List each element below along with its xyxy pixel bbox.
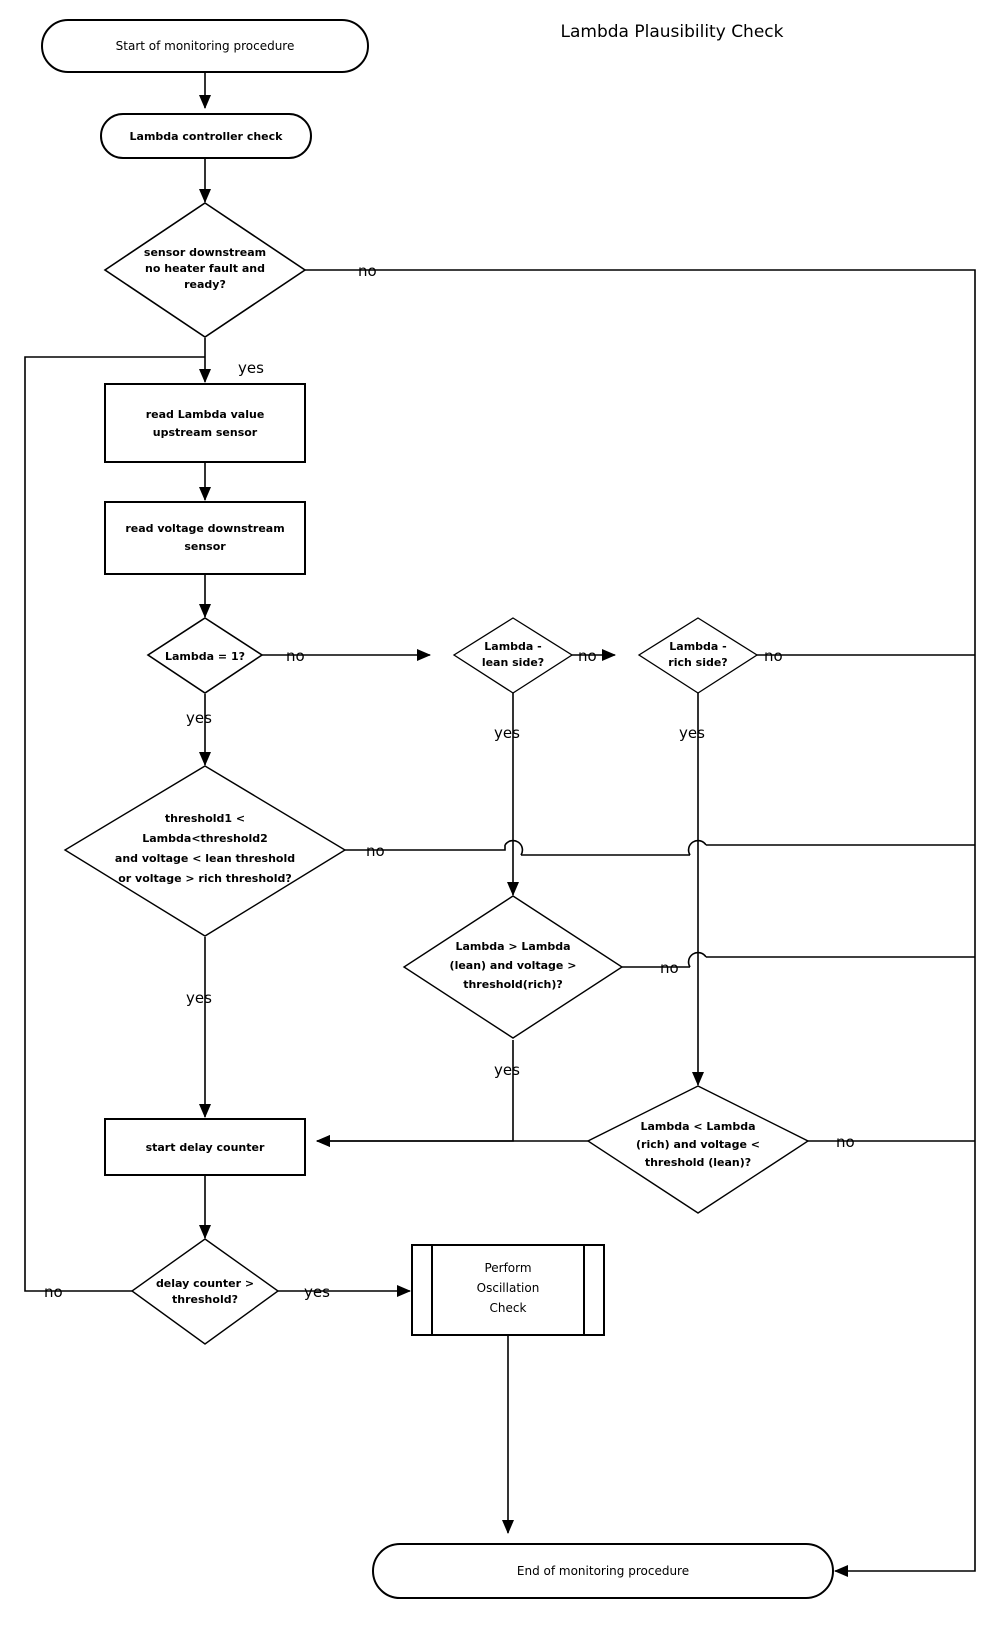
node-lean[interactable]: Lambda - lean side? [452,617,574,694]
node-oscillation[interactable]: Perform Oscillation Check [411,1244,605,1336]
node-startdelay-label: start delay counter [146,1141,265,1154]
edge-delaychk-no [24,356,205,1292]
edge-leanchk-no-jump [687,951,707,968]
node-leanchk-line2: (lean) and voltage > [450,959,577,972]
label-richchk-no: no [836,1133,855,1151]
node-delaychk-line2: threshold? [172,1293,238,1306]
label-delaychk-no: no [44,1283,63,1301]
node-thresholds-line3: and voltage < lean threshold [115,852,295,865]
node-thresholds-line4: or voltage > rich threshold? [118,872,292,885]
node-leanchk-line3: threshold(rich)? [463,978,563,991]
label-thresholds-no: no [366,842,385,860]
node-startdelay[interactable]: start delay counter [104,1118,306,1176]
label-lambda1-yes: yes [186,709,212,727]
node-start[interactable]: Start of monitoring procedure [41,19,369,73]
label-lean-yes: yes [494,724,520,742]
node-readvoltage[interactable]: read voltage downstream sensor [104,501,306,575]
edge-labels: no yes no yes no yes no yes no yes no ye… [44,262,855,1301]
label-thresholds-yes: yes [186,989,212,1007]
label-lambda1-no: no [286,647,305,665]
node-readlambda-line1: read Lambda value [146,408,265,421]
node-ctrlcheck-label: Lambda controller check [130,130,284,143]
node-end[interactable]: End of monitoring procedure [372,1543,834,1599]
node-sensorok-line2: no heater fault and [145,262,265,275]
node-lambda1[interactable]: Lambda = 1? [146,617,264,694]
label-sensorok-yes: yes [238,359,264,377]
node-lean-line1: Lambda - [484,640,541,653]
node-richchk-line1: Lambda < Lambda [640,1120,755,1133]
page-title: Lambda Plausibility Check [561,22,784,42]
node-leanchk-line1: Lambda > Lambda [455,940,570,953]
edge-sensorok-no [305,269,976,1577]
node-sensorok-line3: ready? [184,278,226,291]
label-leanchk-yes: yes [494,1061,520,1079]
node-lean-line2: lean side? [482,656,544,669]
label-leanchk-no: no [660,959,679,977]
node-readlambda-line2: upstream sensor [153,426,258,439]
node-rich-line2: rich side? [668,656,727,669]
node-richchk-line3: threshold (lean)? [645,1156,751,1169]
node-richchk[interactable]: Lambda < Lambda (rich) and voltage < thr… [586,1085,810,1214]
node-thresholds-line2: Lambda<threshold2 [142,832,268,845]
node-sensorok[interactable]: sensor downstream no heater fault and re… [103,202,307,338]
node-oscillation-line3: Check [490,1301,527,1315]
node-readlambda[interactable]: read Lambda value upstream sensor [104,383,306,463]
label-sensorok-no: no [358,262,377,280]
node-readvoltage-line1: read voltage downstream [125,522,284,535]
node-end-label: End of monitoring procedure [517,1564,689,1578]
node-start-label: Start of monitoring procedure [116,39,295,53]
connectors [24,71,976,1577]
node-ctrlcheck[interactable]: Lambda controller check [100,113,312,159]
node-sensorok-line1: sensor downstream [144,246,266,259]
label-rich-no: no [764,647,783,665]
edge-leanchk-yes [316,1040,514,1147]
node-delaychk[interactable]: delay counter > threshold? [130,1238,280,1345]
node-thresholds-line1: threshold1 < [165,812,245,825]
edge-leanchk-no [622,956,975,968]
edge-thresholds-no [345,844,975,856]
node-richchk-line2: (rich) and voltage < [636,1138,760,1151]
node-oscillation-line1: Perform [484,1261,531,1275]
node-leanchk[interactable]: Lambda > Lambda (lean) and voltage > thr… [402,895,624,1039]
node-lambda1-line1: Lambda = 1? [165,650,245,663]
label-delaychk-yes: yes [304,1283,330,1301]
node-rich[interactable]: Lambda - rich side? [637,617,759,694]
node-oscillation-line2: Oscillation [477,1281,540,1295]
label-lean-no: no [578,647,597,665]
node-delaychk-line1: delay counter > [156,1277,254,1290]
node-readvoltage-line2: sensor [184,540,226,553]
node-thresholds[interactable]: threshold1 < Lambda<threshold2 and volta… [63,765,347,937]
label-rich-yes: yes [679,724,705,742]
edge-thresholds-no-jump2 [687,839,707,856]
node-rich-line1: Lambda - [669,640,726,653]
edge-thresholds-no-jump1 [504,839,524,856]
